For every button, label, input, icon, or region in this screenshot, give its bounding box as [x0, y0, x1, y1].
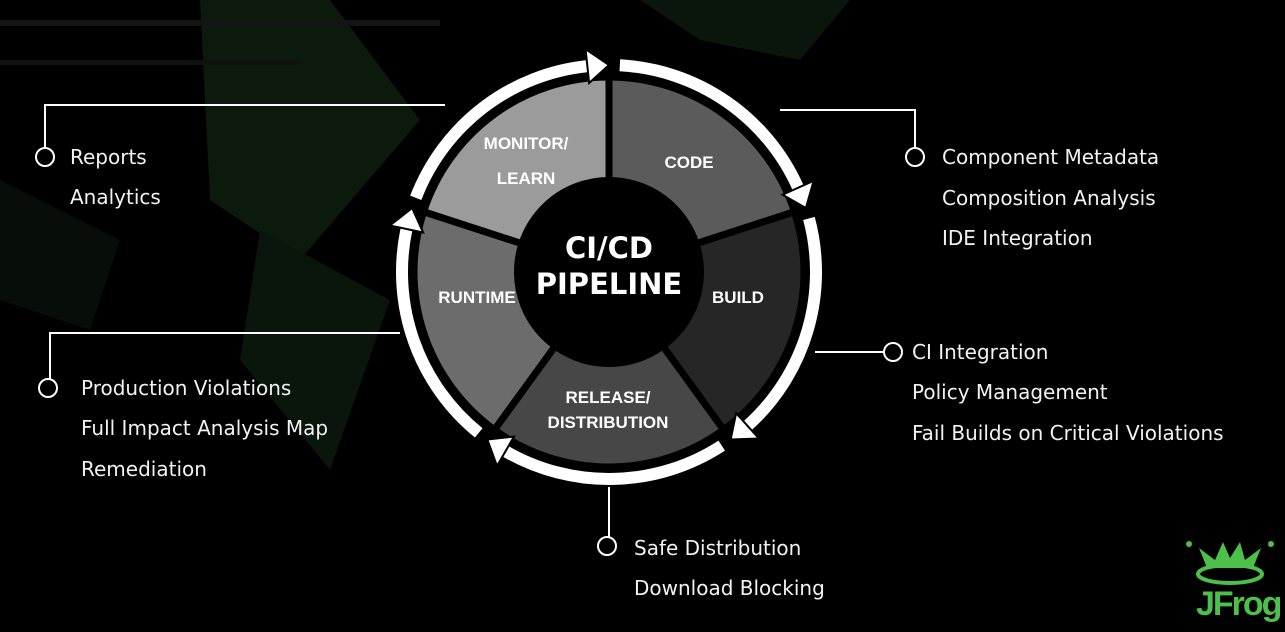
- callout-text: Production Violations: [81, 376, 292, 400]
- cycle-arrow-icon: [619, 56, 816, 210]
- connector-monitor: [44, 104, 445, 148]
- callout-text: Policy Management: [912, 380, 1108, 404]
- segment-label-monitor-2: LEARN: [497, 169, 556, 188]
- segment-label-runtime: RUNTIME: [438, 288, 515, 307]
- segment-label-monitor-1: MONITOR/: [484, 134, 569, 153]
- callout-text: CI Integration: [912, 340, 1049, 364]
- callout-text: Composition Analysis: [942, 186, 1156, 210]
- cycle-arrow-icon: [407, 47, 611, 202]
- callout-text: Component Metadata: [942, 145, 1160, 169]
- callout-text: Reports: [70, 145, 147, 169]
- callout-text: Remediation: [81, 457, 207, 481]
- callout-text: Fail Builds on Critical Violations: [912, 421, 1224, 445]
- callout-dot-release: [597, 536, 617, 556]
- cycle-arrow-icon: [387, 206, 485, 440]
- connector-lines: [44, 104, 916, 537]
- segment-label-release-2: DISTRIBUTION: [548, 413, 669, 432]
- jfrog-splash-icon: [1186, 541, 1274, 585]
- cycle-arrow-icon: [729, 216, 825, 441]
- segment-release: [489, 266, 729, 471]
- callout-text: Safe Distribution: [634, 536, 802, 560]
- callout-dot-monitor: [35, 147, 55, 167]
- connector-runtime: [49, 332, 400, 379]
- jfrog-logo: JFrog: [1196, 585, 1282, 623]
- callout-text: Download Blocking: [634, 576, 825, 600]
- callout-dot-code: [905, 147, 925, 167]
- callout-text: Full Impact Analysis Map: [81, 416, 329, 440]
- connector-code: [780, 109, 916, 148]
- segment-label-code: CODE: [664, 153, 713, 172]
- segment-label-build: BUILD: [712, 288, 764, 307]
- callout-dot-runtime: [38, 378, 58, 398]
- callout-dot-build: [883, 342, 903, 362]
- callout-text: Analytics: [70, 185, 161, 209]
- cycle-arrow-icon: [485, 435, 727, 488]
- callout-text: IDE Integration: [942, 226, 1093, 250]
- background-shapes: [0, 0, 850, 470]
- center-label-line2: PIPELINE: [536, 267, 682, 301]
- center-circle: [514, 177, 704, 367]
- center-label-line1: CI/CD: [565, 231, 653, 265]
- segment-label-release-1: RELEASE/: [565, 388, 650, 407]
